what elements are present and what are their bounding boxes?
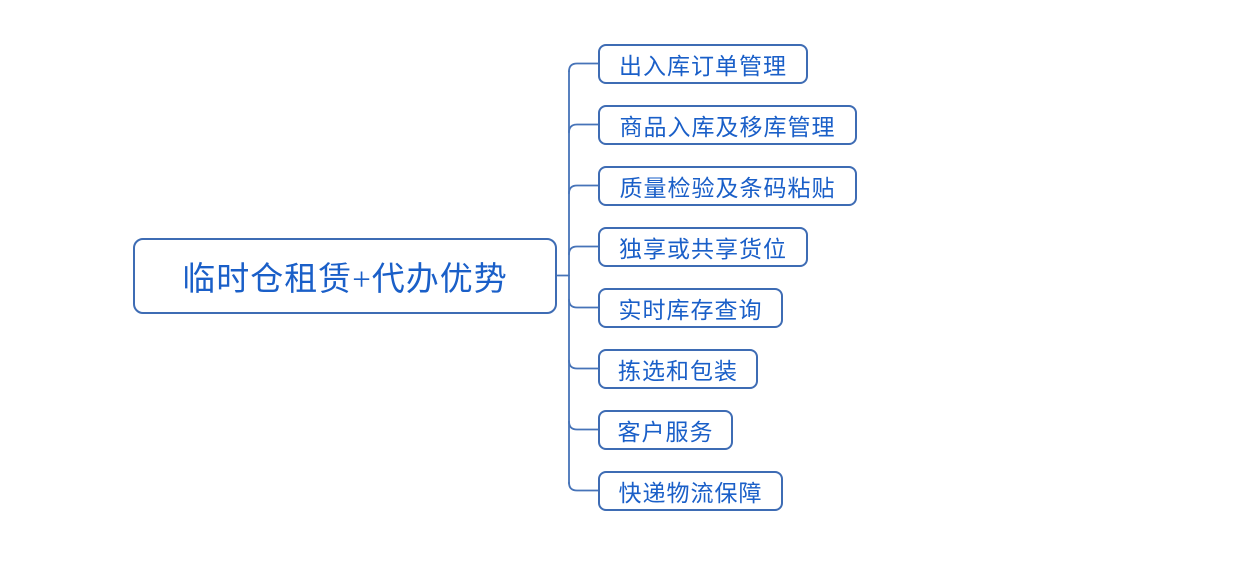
- branch-node-label: 拣选和包装: [618, 359, 738, 384]
- branch-line-6: [568, 359, 599, 370]
- root-node[interactable]: 临时仓租赁+代办优势: [133, 238, 557, 314]
- branch-node-label: 出入库订单管理: [619, 54, 787, 79]
- branch-node[interactable]: 实时库存查询: [598, 288, 783, 328]
- branch-line-2: [568, 123, 599, 134]
- branch-node-label: 实时库存查询: [618, 298, 763, 323]
- branch-node[interactable]: 拣选和包装: [598, 349, 758, 389]
- branch-node-label: 商品入库及移库管理: [619, 115, 836, 140]
- branch-node-label: 质量检验及条码粘贴: [619, 176, 836, 201]
- branch-line-8: [568, 481, 599, 492]
- branch-line-3: [568, 184, 599, 195]
- branch-node[interactable]: 客户服务: [598, 410, 733, 450]
- branch-node[interactable]: 独享或共享货位: [598, 227, 808, 267]
- branch-line-1: [568, 62, 599, 73]
- branch-node-label: 独享或共享货位: [619, 237, 787, 262]
- branch-line-7: [568, 420, 599, 431]
- root-node-label: 临时仓租赁+代办优势: [182, 262, 508, 298]
- branch-line-4: [568, 245, 599, 256]
- branch-node-label: 客户服务: [617, 420, 714, 445]
- branch-node-label: 快递物流保障: [618, 481, 763, 506]
- branch-line-5: [568, 298, 599, 309]
- branch-node[interactable]: 快递物流保障: [598, 471, 783, 511]
- branch-node[interactable]: 商品入库及移库管理: [598, 105, 857, 145]
- branch-node[interactable]: 出入库订单管理: [598, 44, 808, 84]
- branch-node[interactable]: 质量检验及条码粘贴: [598, 166, 857, 206]
